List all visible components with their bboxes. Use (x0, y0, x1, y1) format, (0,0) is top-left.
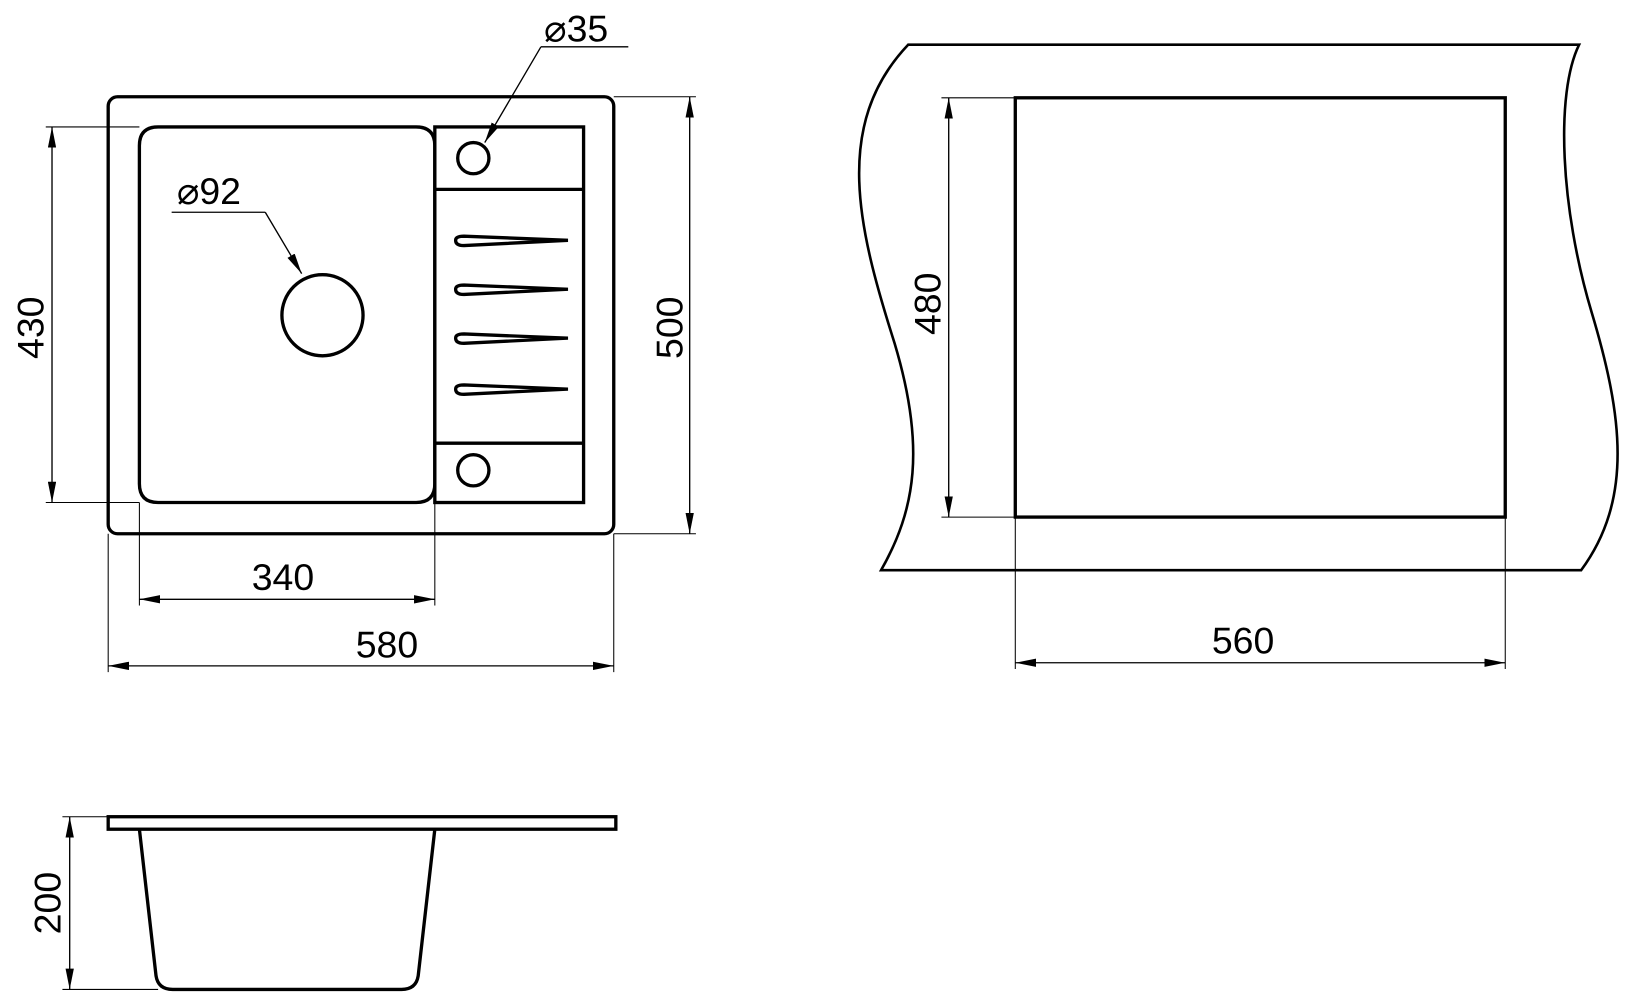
tap-hole-leader: ⌀35 (484, 8, 629, 143)
drain-leader: ⌀92 (171, 170, 303, 274)
overall-width-label: 580 (356, 624, 418, 666)
cutout-length-label: 480 (906, 273, 948, 335)
tap-hole (456, 140, 491, 176)
cutout-width-label: 560 (1212, 619, 1274, 661)
dimension-bowl-length: 430 (10, 126, 140, 504)
countertop-outline (857, 43, 1619, 572)
drain-diameter-label: ⌀92 (177, 170, 241, 212)
cutout-view: 480 560 (857, 43, 1619, 669)
dimension-overall-length: 500 (613, 96, 696, 535)
dimension-overall-width: 580 (107, 533, 615, 673)
sink-flange (106, 815, 618, 831)
sink-outline (106, 95, 616, 536)
bowl-length-label: 430 (10, 296, 52, 358)
dimension-depth: 200 (26, 816, 159, 990)
tap-hole-diameter-label: ⌀35 (544, 8, 608, 50)
bowl-width-label: 340 (252, 556, 314, 598)
dimension-cutout-length: 480 (906, 97, 1016, 518)
dimension-cutout-width: 560 (1014, 517, 1506, 669)
drain-hole (280, 273, 365, 358)
drainboard-grooves (453, 234, 569, 396)
drainboard-outline (433, 125, 586, 505)
side-view: 200 (26, 815, 618, 992)
depth-label: 200 (26, 872, 68, 934)
overflow-hole (456, 452, 491, 488)
overall-length-label: 500 (648, 296, 690, 358)
bowl-outline (137, 125, 437, 505)
top-view: ⌀35 ⌀92 430 500 340 (10, 8, 696, 673)
cutout-rectangle (1013, 96, 1507, 519)
dimension-bowl-width: 340 (138, 502, 436, 606)
bowl-profile (137, 829, 437, 992)
